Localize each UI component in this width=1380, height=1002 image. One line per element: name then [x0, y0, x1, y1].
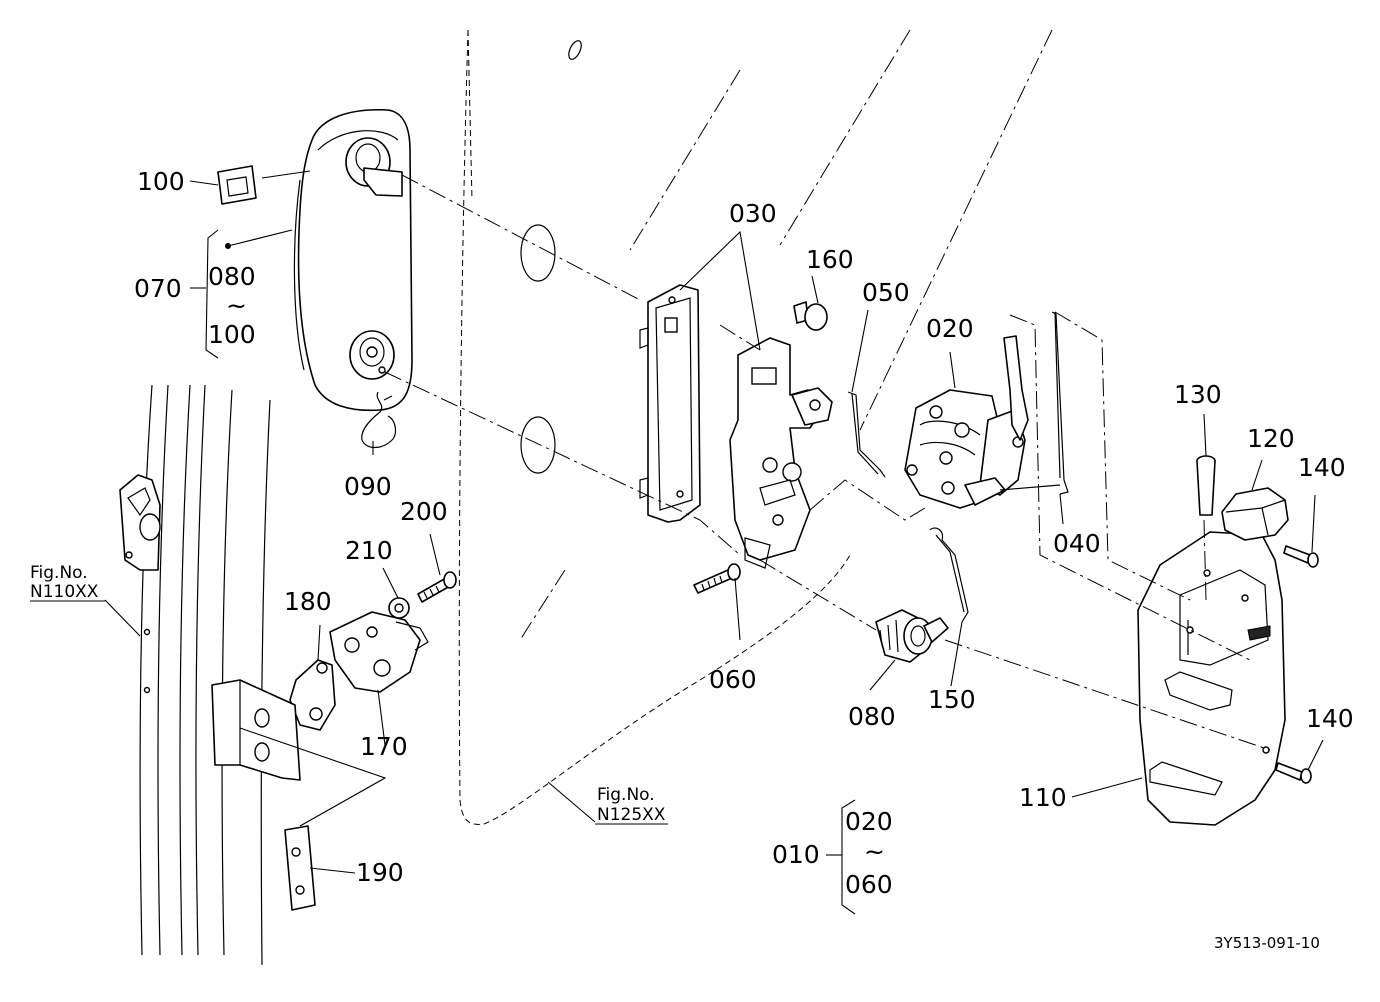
cover-110 [1137, 531, 1286, 826]
label-160: 160 [806, 245, 854, 274]
label-100: 100 [137, 167, 185, 196]
label-060: 060 [709, 665, 757, 694]
label-070: 070 [134, 274, 182, 303]
label-010: 010 [772, 840, 820, 869]
lock-body-020 [904, 335, 1029, 509]
pad-100 [217, 165, 257, 205]
explosion-lines [384, 174, 1271, 751]
washer-210 [388, 597, 410, 619]
label-140-upper: 140 [1298, 453, 1346, 482]
label-190: 190 [356, 858, 404, 887]
fig-ref-a-line2: N110XX [30, 582, 99, 602]
rod-040 [999, 311, 1069, 495]
leader-lines [104, 170, 1324, 874]
label-150: 150 [928, 685, 976, 714]
door-frame [139, 384, 271, 966]
pin-130 [1196, 455, 1216, 516]
label-210: 210 [345, 536, 393, 565]
key-cylinder-080 [875, 609, 949, 663]
shim-180 [289, 659, 336, 731]
door-panel-outline [458, 29, 1053, 825]
fig-ref-a-line1: Fig.No. [30, 563, 88, 583]
label-010-range-from: 020 [845, 807, 893, 836]
label-050: 050 [862, 278, 910, 307]
label-070-range-from: 080 [208, 262, 256, 291]
fig-ref-b-line1: Fig.No. [597, 785, 655, 805]
label-200: 200 [400, 497, 448, 526]
label-070-range-tilde: ~ [226, 291, 247, 320]
label-170: 170 [360, 732, 408, 761]
label-080: 080 [848, 702, 896, 731]
bolt-200 [417, 571, 457, 603]
screw-140-lower [1275, 762, 1312, 784]
label-010-range-to: 060 [845, 870, 893, 899]
label-090: 090 [344, 472, 392, 501]
label-070-range-to: 100 [208, 320, 256, 349]
label-020: 020 [926, 314, 974, 343]
label-130: 130 [1174, 380, 1222, 409]
label-010-range-tilde: ~ [864, 837, 885, 866]
group-brackets [190, 229, 856, 915]
label-180: 180 [284, 587, 332, 616]
label-120: 120 [1247, 424, 1295, 453]
label-040: 040 [1053, 529, 1101, 558]
knob-160 [793, 301, 828, 331]
fig-ref-b-line2: N125XX [597, 805, 666, 825]
hinge-plate-170 [329, 611, 429, 693]
screw-140-upper [1283, 545, 1319, 568]
rod-150 [929, 527, 969, 623]
base-plate-030-front [639, 284, 701, 523]
frame-hinge-bracket [211, 679, 301, 781]
drawing-code: 3Y513-091-10 [1214, 934, 1320, 952]
label-110: 110 [1019, 783, 1067, 812]
screw-060 [693, 563, 741, 594]
rod-050 [847, 391, 886, 478]
frame-striker [119, 474, 161, 571]
label-140-lower: 140 [1306, 704, 1354, 733]
knob-120 [1221, 487, 1289, 541]
label-030: 030 [729, 199, 777, 228]
figure-refs: Fig.No. N110XX Fig.No. N125XX [30, 563, 668, 825]
base-plate-030-back [729, 337, 833, 569]
outer-handle-070 [293, 108, 413, 412]
clip-090 [361, 391, 397, 449]
plate-190 [284, 825, 316, 911]
part-labels: 100 070 080 ~ 100 090 200 210 180 170 19… [134, 167, 1354, 899]
